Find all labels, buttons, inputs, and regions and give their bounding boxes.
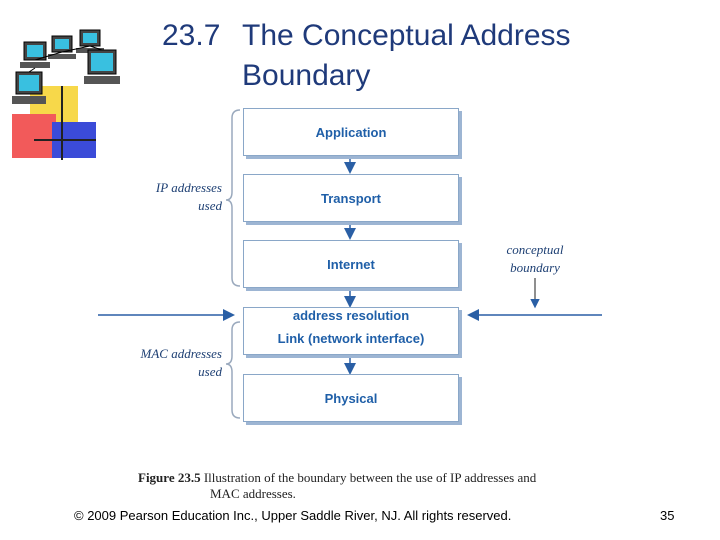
title-line2: Boundary: [242, 59, 371, 92]
layer-link: Link (network interface): [243, 323, 459, 355]
layer-transport: Transport: [243, 174, 459, 222]
figure-caption: Figure 23.5 Illustration of the boundary…: [138, 470, 578, 502]
caption-line1: Illustration of the boundary between the…: [203, 470, 537, 485]
layer-application: Application: [243, 108, 459, 156]
boundary-label-line1: conceptual: [506, 242, 564, 257]
networked-computers-logo: [12, 29, 120, 160]
computer-icon: [12, 71, 46, 104]
copyright-footer: © 2009 Pearson Education Inc., Upper Sad…: [74, 508, 512, 523]
ip-label-line1: IP addresses: [155, 180, 222, 195]
layer-internet: Internet: [243, 240, 459, 288]
boundary-label-line2: boundary: [510, 260, 560, 275]
page-number: 35: [660, 508, 675, 523]
title-line1: The Conceptual Address: [242, 19, 571, 52]
mac-bracket: [225, 321, 241, 419]
ip-addresses-label: IP addresses used: [120, 179, 222, 215]
slide-title: 23.7 The Conceptual Address Boundary: [162, 16, 682, 96]
title-number: 23.7: [162, 19, 221, 52]
mac-label-line2: used: [198, 364, 222, 379]
layer-physical: Physical: [243, 374, 459, 422]
caption-line2: MAC addresses.: [210, 486, 296, 501]
layer-address-resolution: address resolution: [243, 307, 459, 324]
conceptual-boundary-label: conceptual boundary: [494, 241, 576, 277]
mac-addresses-label: MAC addresses used: [100, 345, 223, 381]
ip-label-line2: used: [198, 198, 222, 213]
caption-prefix: Figure 23.5: [138, 470, 201, 485]
computer-icon: [84, 49, 120, 84]
ip-bracket: [225, 109, 241, 287]
mac-label-line1: MAC addresses: [140, 346, 223, 361]
